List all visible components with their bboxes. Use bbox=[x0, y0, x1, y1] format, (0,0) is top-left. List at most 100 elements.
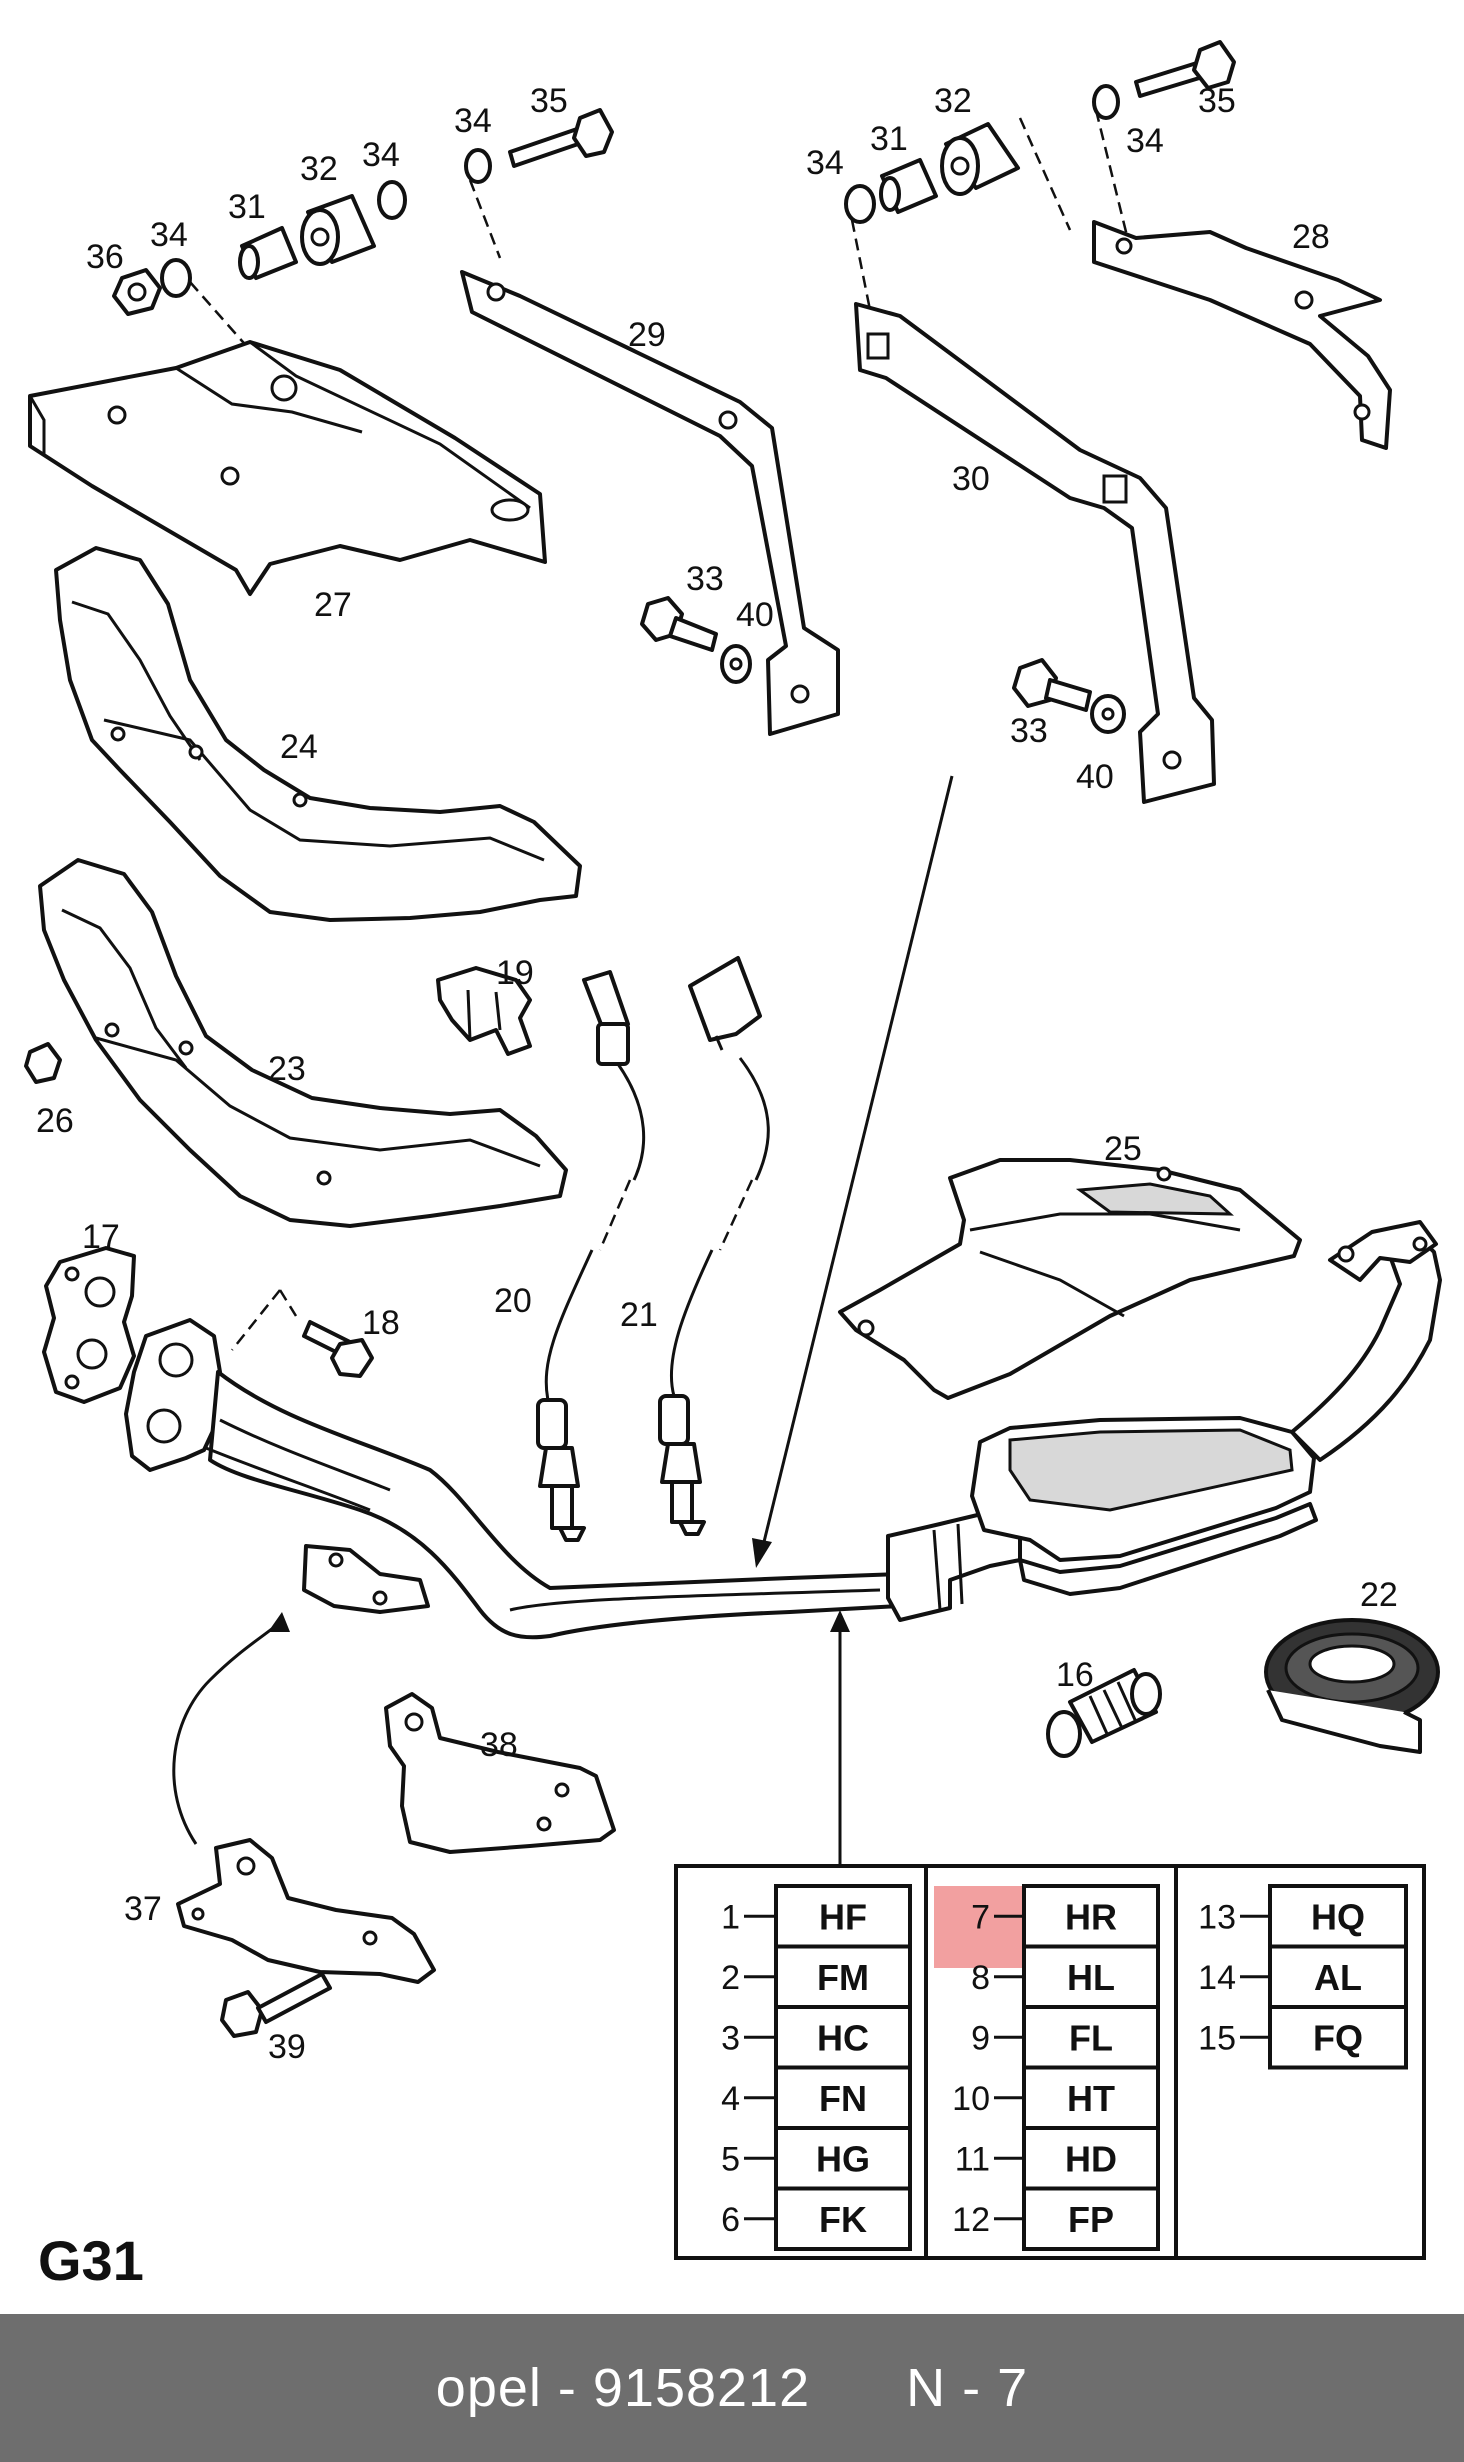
callout-labels: 36 34 31 32 34 34 35 27 29 33 40 34 31 3… bbox=[36, 82, 1398, 2066]
bracket-29 bbox=[460, 270, 840, 736]
footer-brand: opel bbox=[435, 2358, 542, 2418]
footer-position: N - 7 bbox=[906, 2358, 1029, 2418]
leader-18-b bbox=[278, 1289, 298, 1317]
bracket-38 bbox=[384, 1692, 616, 1854]
footer-part-number: 9158212 bbox=[592, 2358, 811, 2418]
front-exhaust-pipe bbox=[124, 1318, 902, 1640]
washer-34-c bbox=[464, 148, 492, 184]
variant-code: FP bbox=[1068, 2199, 1114, 2240]
arrow-bracket-30-to-pipe bbox=[752, 775, 954, 1568]
callout-20: 20 bbox=[494, 1282, 532, 1320]
bolt-39 bbox=[220, 1972, 332, 2038]
row-number: 3 bbox=[721, 2019, 740, 2057]
row-number: 15 bbox=[1198, 2019, 1236, 2057]
row-number: 13 bbox=[1198, 1898, 1236, 1936]
callout-34: 34 bbox=[806, 144, 844, 182]
callout-28: 28 bbox=[1292, 218, 1330, 256]
bolt-35-b bbox=[1134, 40, 1236, 98]
row-number: 5 bbox=[721, 2140, 740, 2178]
row-number: 6 bbox=[721, 2201, 740, 2239]
callout-34: 34 bbox=[454, 102, 492, 140]
callout-26: 26 bbox=[36, 1102, 74, 1140]
washer-34-d bbox=[844, 184, 876, 224]
washer-34-a bbox=[160, 258, 192, 298]
row-number: 14 bbox=[1198, 1959, 1236, 1997]
callout-29: 29 bbox=[628, 316, 666, 354]
callout-31: 31 bbox=[870, 120, 908, 158]
callout-40: 40 bbox=[1076, 758, 1114, 796]
arrow-table-to-pipe bbox=[830, 1610, 850, 1866]
variant-code: FN bbox=[819, 2078, 867, 2119]
variant-code: FL bbox=[1069, 2017, 1113, 2058]
callout-23: 23 bbox=[268, 1050, 306, 1088]
leader-34-e bbox=[1094, 109, 1130, 241]
row-number: 8 bbox=[971, 1959, 990, 1997]
washer-34-e bbox=[1092, 84, 1120, 120]
variant-code: HR bbox=[1065, 1896, 1117, 1937]
bracket-30 bbox=[854, 302, 1216, 804]
callout-16: 16 bbox=[1056, 1656, 1094, 1694]
bracket-37 bbox=[176, 1838, 436, 1984]
callout-37: 37 bbox=[124, 1890, 162, 1928]
gasket-17 bbox=[42, 1246, 136, 1404]
oxygen-sensor-21 bbox=[658, 956, 770, 1536]
callout-31: 31 bbox=[228, 188, 266, 226]
callout-40: 40 bbox=[736, 596, 774, 634]
row-number: 2 bbox=[721, 1959, 740, 1997]
diagram-id: G31 bbox=[38, 2229, 144, 2292]
sleeve-31-b bbox=[879, 158, 938, 214]
variant-code: HQ bbox=[1311, 1896, 1365, 1937]
sleeve-31-a bbox=[238, 226, 298, 280]
callout-33: 33 bbox=[1010, 712, 1048, 750]
callout-34: 34 bbox=[150, 216, 188, 254]
leader-18 bbox=[231, 1289, 281, 1351]
oxygen-sensor-20 bbox=[536, 970, 646, 1542]
sealing-tape-22 bbox=[1264, 1618, 1440, 1754]
row-number: 10 bbox=[952, 2080, 990, 2118]
variant-code: HC bbox=[817, 2017, 869, 2058]
callout-32: 32 bbox=[300, 150, 338, 188]
catalytic-converter bbox=[886, 1220, 1442, 1622]
row-number: 11 bbox=[955, 2140, 990, 2178]
callout-35: 35 bbox=[530, 82, 568, 120]
footer-separator: - bbox=[541, 2358, 593, 2418]
callout-35: 35 bbox=[1198, 82, 1236, 120]
highlight-row-7 bbox=[934, 1886, 1022, 1968]
callout-25: 25 bbox=[1104, 1130, 1142, 1168]
bolt-35-a bbox=[508, 108, 614, 168]
callout-32: 32 bbox=[934, 82, 972, 120]
callout-34: 34 bbox=[1126, 122, 1164, 160]
callout-24: 24 bbox=[280, 728, 318, 766]
bracket-28 bbox=[1092, 220, 1392, 450]
row-number: 7 bbox=[971, 1898, 990, 1936]
clamp-16 bbox=[1046, 1668, 1162, 1758]
callout-17: 17 bbox=[82, 1218, 120, 1256]
leader-36 bbox=[189, 281, 251, 351]
leader-32-b bbox=[1018, 117, 1072, 231]
callout-39: 39 bbox=[268, 2028, 306, 2066]
variant-code: HD bbox=[1065, 2138, 1117, 2179]
clip-19 bbox=[436, 966, 532, 1056]
callout-30: 30 bbox=[952, 460, 990, 498]
variant-code: HF bbox=[819, 1896, 867, 1937]
footer-bar: opel - 9158212 N - 7 bbox=[0, 2314, 1464, 2462]
callout-36: 36 bbox=[86, 238, 124, 276]
callout-19: 19 bbox=[496, 954, 534, 992]
row-number: 4 bbox=[721, 2080, 740, 2118]
bolt-33-b bbox=[1012, 658, 1092, 712]
bolt-33-a bbox=[640, 596, 718, 652]
row-number: 1 bbox=[721, 1898, 740, 1936]
washer-34-b bbox=[377, 180, 407, 220]
rubber-insulator-32-a bbox=[300, 194, 376, 266]
row-number: 12 bbox=[952, 2201, 990, 2239]
nut-36 bbox=[112, 268, 162, 316]
heat-shield-25 bbox=[838, 1158, 1302, 1400]
variant-code: FM bbox=[817, 1957, 869, 1998]
variant-code: AL bbox=[1314, 1957, 1362, 1998]
callout-33: 33 bbox=[686, 560, 724, 598]
footer-gap bbox=[810, 2357, 906, 2419]
variant-code: HT bbox=[1067, 2078, 1115, 2119]
heat-shield-24 bbox=[54, 546, 582, 922]
